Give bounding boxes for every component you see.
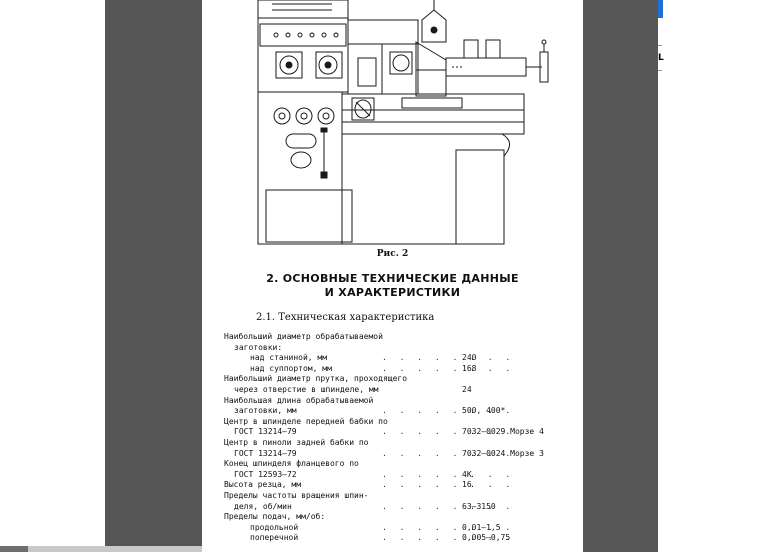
spec-row: Высота резца, мм . . . . . . . .16 [224, 480, 583, 491]
adjacent-window-edge [658, 45, 662, 71]
spec-label: Наибольший диаметр обрабатываемой [224, 332, 383, 341]
spec-label: заготовки: [234, 342, 283, 352]
section-heading: 2. ОСНОВНЫЕ ТЕХНИЧЕСКИЕ ДАННЫЕ И ХАРАКТЕ… [202, 272, 583, 300]
spec-label: Пределы подач, мм/об: [224, 512, 326, 522]
spec-row: над станиной, мм . . . . . . . .240 [224, 353, 583, 364]
spec-label: Конец шпинделя фланцевого по [224, 459, 359, 469]
spec-row: через отверстие в шпинделе, мм 24 [224, 385, 583, 396]
spec-row: ГОСТ 12593—72 . . . . . . . .4К [224, 470, 583, 481]
spec-row: Пределы подач, мм/об: [224, 512, 583, 523]
leader-dots: . . . . . . . . [382, 469, 515, 479]
spec-label: Наибольший диаметр прутка, проходящего [224, 374, 408, 384]
spec-row: над суппортом, мм . . . . . . . .168 [224, 364, 583, 375]
horizontal-scrollbar[interactable] [0, 546, 392, 552]
spec-row: Центр в шпинделе передней бабки по [224, 417, 583, 428]
spec-row: продольной . . . . . . . .0,01—1,5 [224, 523, 583, 534]
spec-label: Центр в пиноли задней бабки по [224, 437, 369, 447]
spec-row: заготовки, мм . . . . . . . .500, 400* [224, 406, 583, 417]
cabinet-door [265, 189, 353, 243]
spec-value: 500, 400* [462, 406, 506, 416]
leader-dots: . . . . . . . . [382, 501, 515, 511]
spec-label: ГОСТ 13214—79 [234, 427, 297, 437]
leader-dots: . . . . . . . . [382, 480, 515, 490]
leader-dots: . . . . . . . . [382, 353, 515, 363]
spec-row: ГОСТ 13214—79 . . . . . . . .7032—0024 Мо… [224, 449, 583, 460]
spec-row: Пределы частоты вращения шпин- [224, 491, 583, 502]
spec-value: 24 [462, 384, 472, 394]
spec-value: 7032—0029 Морзе 4 [462, 427, 544, 437]
leader-dots: . . . . . . . . [382, 363, 515, 373]
section-heading-line1: 2. ОСНОВНЫЕ ТЕХНИЧЕСКИЕ ДАННЫЕ [266, 272, 519, 285]
spec-label: над суппортом, мм [250, 363, 332, 373]
spec-label: Наибольшая длина обрабатываемой [224, 395, 374, 405]
document-page: Рис. 2 2. ОСНОВНЫЕ ТЕХНИЧЕСКИЕ ДАННЫЕ И … [202, 0, 583, 552]
spec-row: Наибольшая длина обрабатываемой [224, 396, 583, 407]
spec-value: 4К [462, 469, 472, 479]
figure-caption: Рис. 2 [376, 249, 409, 259]
spec-value: 63—3150 [462, 501, 496, 511]
spec-row: деля, об/мин . . . . . . . .63—3150 [224, 502, 583, 513]
spec-value: 0,01—1,5 [462, 522, 501, 532]
spec-row: Центр в пиноли задней бабки по [224, 438, 583, 449]
spec-value: 0,005—0,75 [462, 533, 511, 543]
spec-row: Конец шпинделя фланцевого по [224, 459, 583, 470]
knob-1 [273, 107, 291, 125]
scrollbar-thumb[interactable] [0, 546, 28, 552]
spec-label: Пределы частоты вращения шпин- [224, 490, 369, 500]
spec-value: 16 [462, 480, 472, 490]
leader-dots: . . . . . . . . [382, 448, 515, 458]
adjacent-window-label: L [658, 53, 664, 63]
spec-label: через отверстие в шпинделе, мм [234, 384, 379, 394]
window-edge-accent [658, 0, 663, 18]
knob-2 [295, 107, 313, 125]
spec-label: Высота резца, мм [224, 480, 302, 490]
spec-label: ГОСТ 13214—79 [234, 448, 297, 458]
dial-right [318, 55, 338, 75]
spec-label: заготовки, мм [234, 406, 297, 416]
spec-row: ГОСТ 13214—79 . . . . . . . .7032—0029 Мо… [224, 427, 583, 438]
lathe-drawing [257, 0, 549, 245]
spec-row: Наибольший диаметр прутка, проходящего [224, 374, 583, 385]
leader-dots: . . . . . . . . [382, 533, 515, 543]
spec-label: продольной [250, 522, 299, 532]
spec-value: 7032—0024 Морзе 3 [462, 448, 544, 458]
spec-label: деля, об/мин [234, 501, 292, 511]
leader-dots: . . . . . . . . [382, 427, 515, 437]
knob-3 [317, 107, 335, 125]
spec-label: Центр в шпинделе передней бабки по [224, 416, 388, 426]
leader-dots: . . . . . . . . [382, 406, 515, 416]
subsection-heading: 2.1. Техническая характеристика [256, 312, 435, 323]
spec-value: 168 [462, 363, 477, 373]
section-heading-line2: И ХАРАКТЕРИСТИКИ [324, 286, 461, 299]
spec-label: поперечной [250, 533, 299, 543]
spec-row: заготовки: [224, 343, 583, 354]
dial-left [279, 55, 299, 75]
viewer-background-left [105, 0, 202, 552]
spec-label: ГОСТ 12593—72 [234, 469, 297, 479]
spec-label: над станиной, мм [250, 353, 328, 363]
spec-row: поперечной . . . . . . . .0,005—0,75 [224, 533, 583, 544]
spec-row: Наибольший диаметр обрабатываемой [224, 332, 583, 343]
spec-value: 240 [462, 353, 477, 363]
leader-dots: . . . . . . . . [382, 522, 515, 532]
viewer-background-right [583, 0, 658, 552]
